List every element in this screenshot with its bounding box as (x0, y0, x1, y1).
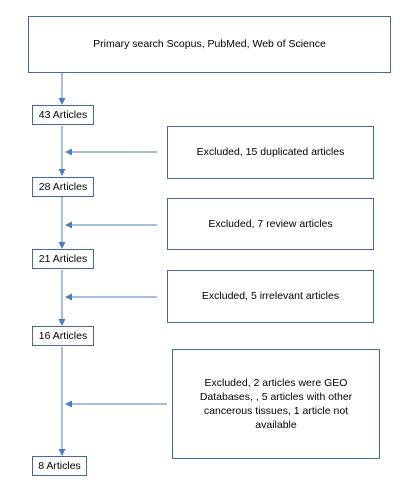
exclusion-label: Excluded, 7 review articles (208, 217, 333, 230)
primary-search-label: Primary search Scopus, PubMed, Web of Sc… (93, 38, 326, 51)
stage-label: 16 Articles (38, 329, 88, 342)
exclusion-box-1: Excluded, 15 duplicated articles (167, 126, 374, 179)
stage-box-8: 8 Articles (32, 456, 87, 476)
primary-search-box: Primary search Scopus, PubMed, Web of Sc… (28, 16, 391, 73)
stage-label: 21 Articles (38, 252, 88, 265)
stage-label: 8 Articles (38, 459, 81, 472)
stage-label: 43 Articles (38, 108, 88, 121)
exclusion-box-3: Excluded, 5 irrelevant articles (167, 270, 374, 323)
exclusion-label: Excluded, 15 duplicated articles (196, 146, 345, 159)
exclusion-label: Excluded, 5 irrelevant articles (201, 290, 340, 303)
stage-label: 28 Articles (38, 180, 88, 193)
exclusion-box-2: Excluded, 7 review articles (167, 198, 374, 250)
stage-box-43: 43 Articles (32, 105, 94, 125)
stage-box-28: 28 Articles (32, 177, 94, 197)
exclusion-label: Excluded, 2 articles were GEO Databases,… (199, 376, 353, 432)
stage-box-16: 16 Articles (32, 326, 94, 346)
exclusion-box-4: Excluded, 2 articles were GEO Databases,… (172, 349, 380, 459)
stage-box-21: 21 Articles (32, 249, 94, 269)
